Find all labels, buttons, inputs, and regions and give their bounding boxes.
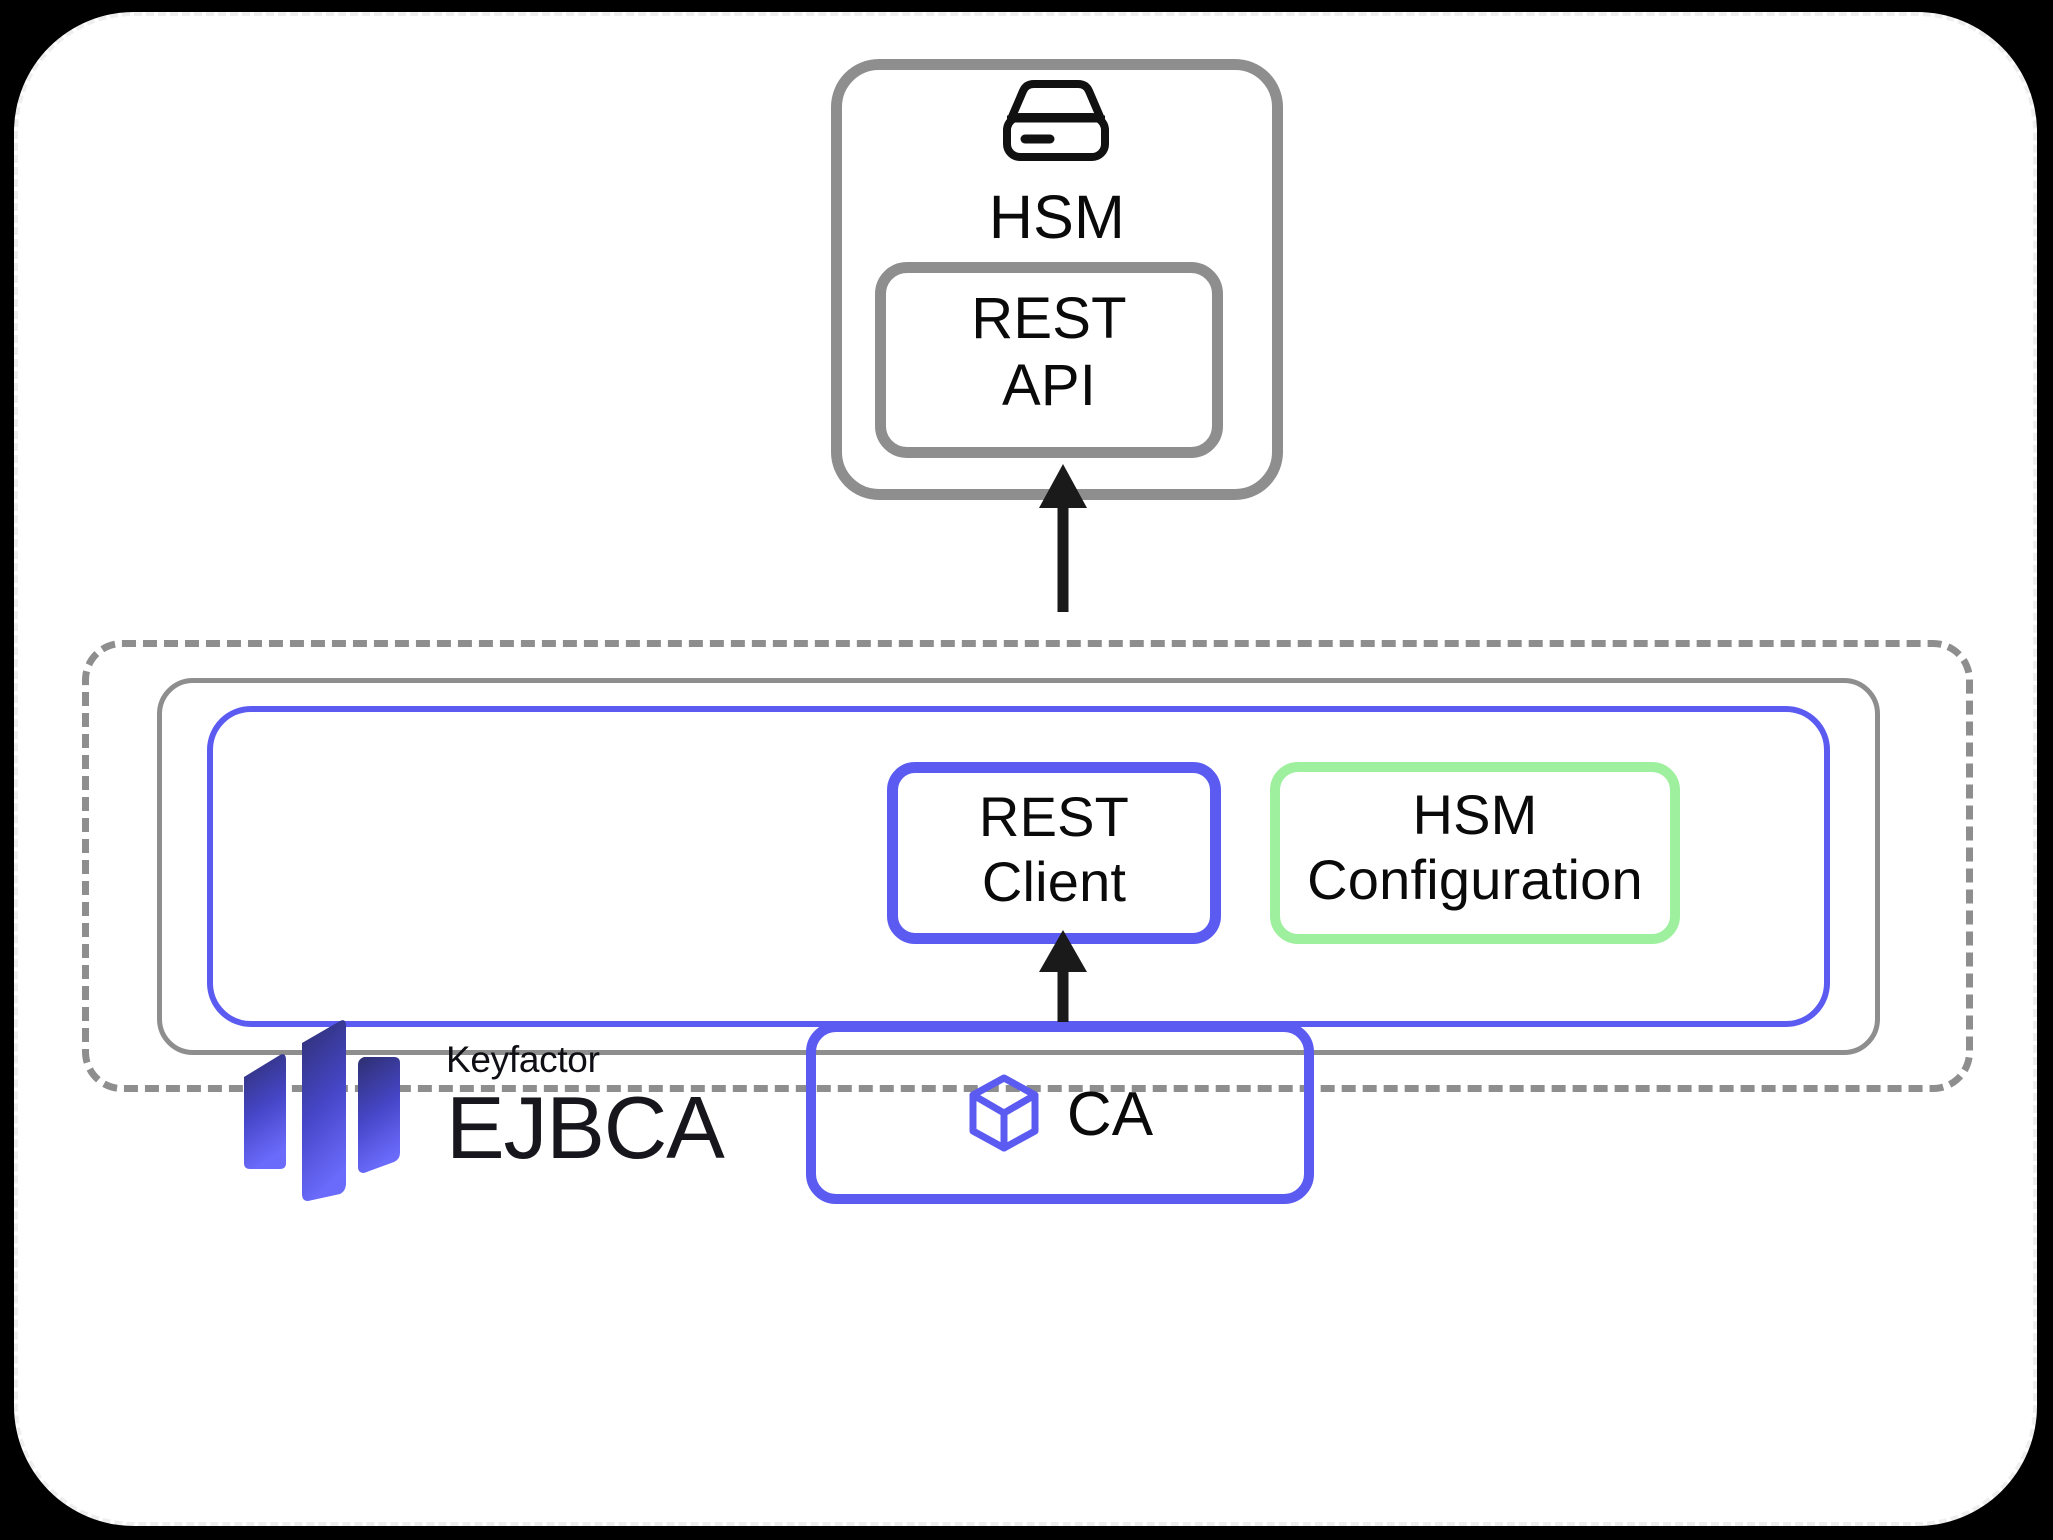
rest-client-label: REST Client [978, 785, 1130, 913]
cube-icon [969, 1074, 1039, 1152]
ejbca-product-label: EJBCA [446, 1077, 725, 1177]
ejbca-bars-logo-icon [244, 1020, 400, 1201]
rest-api-label: REST API [971, 286, 1127, 419]
ca-label: CA [1066, 1079, 1154, 1149]
keyfactor-brand-label: Keyfactor [446, 1038, 600, 1080]
rest-api-box [875, 262, 1223, 458]
hard-drive-icon [1003, 80, 1109, 161]
ejbca-wordmark: Keyfactor EJBCA [446, 1038, 725, 1177]
arrow-rest-client-to-rest-api [1039, 464, 1087, 612]
ca-box [806, 1022, 1314, 1204]
hsm-label: HSM [988, 183, 1126, 251]
arrow-ca-to-rest-client [1039, 930, 1087, 1028]
host-container [157, 678, 1880, 1055]
ejbca-logo: Keyfactor EJBCA [236, 1010, 736, 1202]
hsm-configuration-label: HSM Configuration [1307, 783, 1643, 911]
ca-content: CA [806, 1022, 1314, 1204]
hsm-configuration-box [1270, 762, 1680, 944]
rest-client-box [887, 762, 1221, 944]
